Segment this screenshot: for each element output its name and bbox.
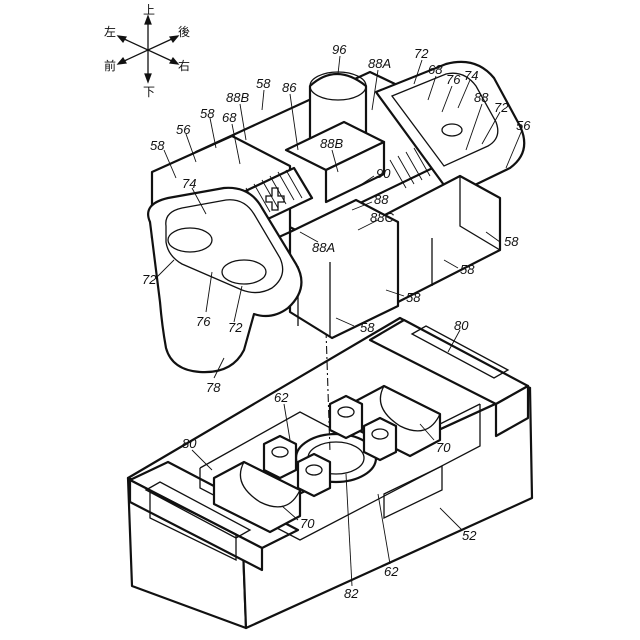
label-70-right: 70 — [436, 440, 451, 455]
direction-left: 左 — [104, 24, 116, 39]
label-90: 90 — [376, 166, 391, 181]
label-70-left: 70 — [300, 516, 315, 531]
arrow-right-icon — [170, 58, 178, 64]
label-56-left: 56 — [176, 122, 191, 137]
label-68-left: 68 — [222, 110, 237, 125]
direction-rose: 上 下 左 右 前 後 — [104, 3, 190, 99]
label-80-left: 80 — [182, 436, 197, 451]
label-74-left: 74 — [182, 176, 196, 191]
label-72-bottom: 72 — [228, 320, 243, 335]
label-58-right-a: 58 — [504, 234, 519, 249]
label-58-top: 58 — [256, 76, 271, 91]
direction-right: 右 — [178, 58, 190, 73]
label-58-right-c: 58 — [406, 290, 421, 305]
label-88B-top: 88B — [226, 90, 249, 105]
label-72-right: 72 — [494, 100, 509, 115]
label-96: 96 — [332, 42, 347, 57]
label-78: 78 — [206, 380, 221, 395]
label-76-right: 76 — [446, 72, 461, 87]
label-68-right: 68 — [428, 62, 443, 77]
arrow-left-icon — [118, 36, 126, 42]
label-58-right-b: 58 — [460, 262, 475, 277]
arrow-front-icon — [118, 58, 126, 64]
label-58-bottom: 58 — [360, 320, 375, 335]
arrow-up-icon — [145, 16, 151, 24]
label-88A-top: 88A — [368, 56, 391, 71]
label-76-left: 76 — [196, 314, 211, 329]
label-86: 86 — [282, 80, 297, 95]
label-58-left-b: 58 — [150, 138, 165, 153]
direction-front: 前 — [104, 58, 116, 73]
label-88A-mid: 88A — [312, 240, 335, 255]
direction-rear: 後 — [178, 25, 190, 39]
label-74-right: 74 — [464, 68, 478, 83]
label-82: 82 — [344, 586, 359, 601]
label-88-right: 88 — [474, 90, 489, 105]
arrow-rear-icon — [170, 36, 178, 42]
label-56-right: 56 — [516, 118, 531, 133]
label-72-left: 72 — [142, 272, 157, 287]
label-58-left-a: 58 — [200, 106, 215, 121]
label-88B-mid: 88B — [320, 136, 343, 151]
direction-up: 上 — [143, 3, 155, 17]
direction-down: 下 — [143, 85, 155, 99]
label-88-mid: 88 — [374, 192, 389, 207]
label-80-right: 80 — [454, 318, 469, 333]
label-62-bottom: 62 — [384, 564, 399, 579]
arrow-down-icon — [145, 74, 151, 82]
label-62-top: 62 — [274, 390, 289, 405]
label-52: 52 — [462, 528, 477, 543]
label-88C: 88C — [370, 210, 394, 225]
label-72-top: 72 — [414, 46, 429, 61]
